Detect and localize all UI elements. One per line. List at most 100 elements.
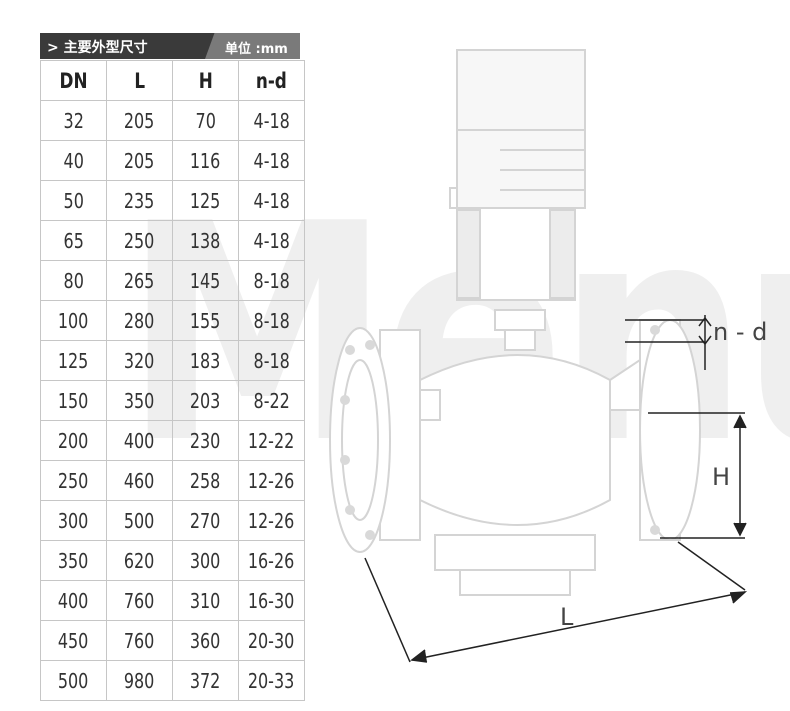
flange-bolt-holes	[340, 325, 660, 540]
cell-value: 280	[124, 308, 155, 333]
table-row: 125 320 183 8-18	[40, 340, 305, 381]
cell-value: 100	[58, 308, 89, 333]
table-cell: 8-18	[238, 300, 305, 341]
table-cell: 205	[106, 140, 173, 181]
table-cell: 760	[106, 620, 173, 661]
cell-value: 4-18	[253, 148, 290, 173]
cell-value: 12-22	[248, 428, 295, 453]
table-cell: 150	[40, 380, 107, 421]
cell-value: 300	[190, 548, 221, 573]
cell-value: 265	[124, 268, 155, 293]
table-cell: 80	[40, 260, 107, 301]
table-cell: 12-22	[238, 420, 305, 461]
cell-value: 145	[190, 268, 221, 293]
cell-value: 50	[63, 188, 84, 213]
cell-value: 760	[124, 628, 155, 653]
cell-value: 183	[190, 348, 221, 373]
table-cell: 205	[106, 100, 173, 141]
unit-label: 单位 :mm	[225, 42, 288, 57]
cell-value: 20-33	[248, 668, 295, 693]
cell-value: 65	[63, 228, 84, 253]
table-cell: 400	[106, 420, 173, 461]
table-row: 65 250 138 4-18	[40, 220, 305, 261]
cell-value: 350	[124, 388, 155, 413]
table-cell: 980	[106, 660, 173, 701]
cell-value: 8-18	[253, 348, 290, 373]
column-header-dn: DN	[40, 60, 107, 101]
cell-value: 116	[190, 148, 221, 173]
h-dimension-lines	[648, 412, 747, 539]
cell-value: 32	[63, 108, 84, 133]
table-cell: 138	[172, 220, 239, 261]
table-cell: 20-30	[238, 620, 305, 661]
table-cell: 235	[106, 180, 173, 221]
table-cell: 500	[40, 660, 107, 701]
cell-value: 320	[124, 348, 155, 373]
cell-value: 12-26	[248, 468, 295, 493]
cell-value: 4-18	[253, 108, 290, 133]
h-label: H	[712, 463, 731, 491]
cell-value: 350	[58, 548, 89, 573]
cell-value: 200	[58, 428, 89, 453]
table-cell: 258	[172, 460, 239, 501]
cell-value: 8-22	[253, 388, 290, 413]
table-title: > 主要外型尺寸	[47, 40, 148, 56]
table-cell: 100	[40, 300, 107, 341]
table-cell: 270	[172, 500, 239, 541]
column-header-label: n-d	[256, 68, 287, 93]
table-body: 32 205 70 4-18 40 205 116 4-18 50 235 125 4-18 65 250…	[40, 100, 305, 701]
cell-value: 125	[190, 188, 221, 213]
cell-value: 40	[63, 148, 84, 173]
column-header-label: H	[198, 68, 213, 93]
table-cell: 265	[106, 260, 173, 301]
table-cell: 360	[172, 620, 239, 661]
table-cell: 300	[40, 500, 107, 541]
table-cell: 760	[106, 580, 173, 621]
table-cell: 620	[106, 540, 173, 581]
cell-value: 8-18	[253, 308, 290, 333]
table-cell: 372	[172, 660, 239, 701]
table-cell: 16-30	[238, 580, 305, 621]
column-header-nd: n-d	[238, 60, 305, 101]
cell-value: 760	[124, 588, 155, 613]
cell-value: 258	[190, 468, 221, 493]
table-cell: 350	[40, 540, 107, 581]
cell-value: 138	[190, 228, 221, 253]
table-cell: 4-18	[238, 220, 305, 261]
cell-value: 400	[58, 588, 89, 613]
cell-value: 230	[190, 428, 221, 453]
cell-value: 80	[63, 268, 84, 293]
cell-value: 203	[190, 388, 221, 413]
l-label: L	[560, 603, 574, 631]
table-cell: 4-18	[238, 140, 305, 181]
table-row: 350 620 300 16-26	[40, 540, 305, 581]
table-row: 200 400 230 12-22	[40, 420, 305, 461]
table-cell: 8-18	[238, 260, 305, 301]
table-cell: 250	[40, 460, 107, 501]
unit-tab-background	[205, 33, 300, 59]
cell-value: 980	[124, 668, 155, 693]
cell-value: 20-30	[248, 628, 295, 653]
table-cell: 32	[40, 100, 107, 141]
table-row: 300 500 270 12-26	[40, 500, 305, 541]
table-row: 32 205 70 4-18	[40, 100, 305, 141]
table-cell: 125	[40, 340, 107, 381]
cell-value: 500	[124, 508, 155, 533]
cell-value: 125	[58, 348, 89, 373]
table-cell: 125	[172, 180, 239, 221]
table-cell: 320	[106, 340, 173, 381]
table-cell: 20-33	[238, 660, 305, 701]
cell-value: 620	[124, 548, 155, 573]
cell-value: 235	[124, 188, 155, 213]
cell-value: 12-26	[248, 508, 295, 533]
nd-dimension-lines	[625, 315, 712, 370]
table-cell: 16-26	[238, 540, 305, 581]
table-cell: 4-18	[238, 100, 305, 141]
cell-value: 205	[124, 148, 155, 173]
cell-value: 250	[124, 228, 155, 253]
cell-value: 372	[190, 668, 221, 693]
cell-value: 70	[195, 108, 216, 133]
